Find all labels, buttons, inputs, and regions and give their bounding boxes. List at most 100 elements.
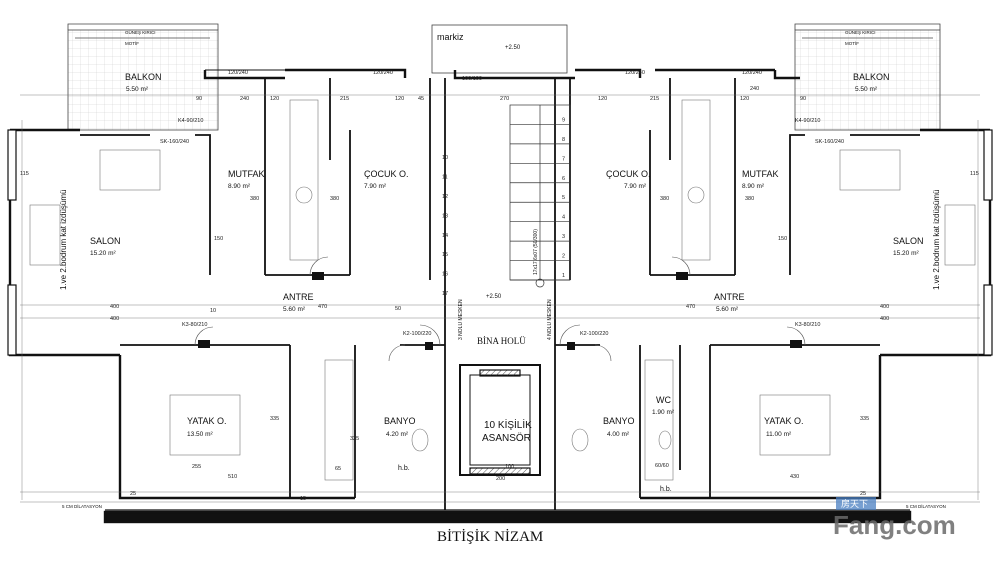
dim-335-b: 335	[270, 416, 279, 422]
elevator-label-1: 10 KİŞİLİK	[484, 418, 532, 431]
dim-window-1: 120/240	[228, 70, 248, 76]
dim-120-b: 120	[740, 96, 749, 102]
dim-120-a: 120	[270, 96, 279, 102]
dim-k4-left: K4-90/210	[178, 118, 203, 124]
room-wc: WC	[656, 395, 671, 405]
stair-step-number: 1	[562, 273, 565, 279]
area-balkon-left: 5.50 m²	[126, 86, 149, 93]
hall-level: +2.50	[486, 294, 502, 300]
watermark-text: Fang.com	[833, 510, 956, 540]
dim-k4-right: K4-90/210	[795, 118, 820, 124]
dim-400-right: 400	[880, 304, 889, 310]
room-banyo-right: BANYO	[603, 416, 635, 426]
markiz-outline	[431, 24, 568, 74]
balcony-left-outline	[67, 23, 219, 131]
balcony-right-outline	[794, 23, 941, 131]
stair-step-number: 17	[442, 291, 448, 297]
area-banyo-right: 4.00 m²	[607, 431, 630, 438]
area-yatak-left: 13.50 m²	[187, 431, 213, 438]
stair-step-number: 2	[562, 254, 565, 260]
stair-step-number: 7	[562, 156, 565, 162]
dim-25-b: 25	[860, 491, 866, 497]
dim-470-right: 470	[686, 304, 695, 310]
stair-step-number: 16	[442, 272, 448, 278]
stair-step-number: 11	[442, 174, 448, 180]
room-salon-left: SALON	[90, 236, 121, 246]
hall-label: BİNA HOLÜ	[477, 336, 526, 346]
dim-k3-right: K3-80/210	[795, 322, 820, 328]
room-cocuk-right: ÇOCUK O.	[606, 169, 651, 179]
stair-step-number: 15	[442, 252, 448, 258]
dilatation-right: 5 CM DİLATASYON	[906, 503, 946, 509]
dim-325: 325	[350, 436, 359, 442]
door-swings	[194, 256, 806, 362]
dim-150-a: 150	[214, 236, 223, 242]
dim-380-d: 380	[745, 196, 754, 202]
dim-120-d: 120	[598, 96, 607, 102]
dim-sk-left: SK-160/240	[160, 139, 189, 145]
dim-115-a: 115	[20, 171, 29, 177]
stair-step-number: 4	[562, 215, 565, 221]
dimension-lines	[20, 94, 980, 503]
unit-right-label: 4 NOLU MESKEN	[547, 299, 553, 340]
stair-step-number: 8	[562, 137, 565, 143]
stairs-note: 17x17.6x07 (50/300)	[533, 229, 539, 275]
dim-50: 50	[395, 306, 401, 312]
hb-left: h.b.	[398, 465, 410, 472]
unit-left-label: 3 NOLU MESKEN	[458, 299, 464, 340]
markiz-level: +2.50	[505, 45, 521, 51]
stair-step-number: 12	[442, 194, 448, 200]
room-balkon-right: BALKON	[853, 72, 890, 82]
motif-left: MOTİF	[125, 40, 139, 46]
dim-150-b: 150	[778, 236, 787, 242]
dilatation-left: 5 CM DİLATASYON	[62, 503, 102, 509]
dim-200: 200	[496, 476, 505, 482]
dim-15: 15	[300, 496, 306, 502]
dim-25-a: 25	[130, 491, 136, 497]
area-yatak-right: 11.00 m²	[766, 431, 792, 438]
motif-right: MOTİF	[845, 40, 859, 46]
watermark-cn: 房天下	[841, 498, 868, 509]
furniture	[29, 99, 976, 481]
area-antre-left: 5.60 m²	[283, 306, 306, 313]
dim-k3-left: K3-80/210	[182, 322, 207, 328]
watermark: 房天下 Fang.com	[833, 497, 956, 540]
dim-380-b: 380	[250, 196, 259, 202]
markiz-label: markiz	[437, 32, 464, 42]
area-mutfak-right: 8.90 m²	[742, 183, 765, 190]
room-balkon-left: BALKON	[125, 72, 162, 82]
room-mutfak-left: MUTFAK	[228, 169, 265, 179]
room-yatak-right: YATAK O.	[764, 416, 804, 426]
dim-380-a: 380	[330, 196, 339, 202]
dim-100: 100	[505, 464, 514, 470]
dim-65: 65	[335, 466, 341, 472]
room-salon-right: SALON	[893, 236, 924, 246]
dim-60-60: 60/60	[655, 463, 669, 469]
dim-window-5: 120/240	[742, 70, 762, 76]
dim-sk-right: SK-160/240	[815, 139, 844, 145]
room-antre-right: ANTRE	[714, 292, 745, 302]
dim-510: 510	[228, 474, 237, 480]
stair-step-number: 6	[562, 176, 565, 182]
dim-255: 255	[192, 464, 201, 470]
dim-90-a: 90	[196, 96, 202, 102]
gunes-kirici-left: GÜNEŞ KIRICI	[125, 29, 156, 35]
room-antre-left: ANTRE	[283, 292, 314, 302]
izdusum-right: 1.ve 2.bodrum kat izdüşümü	[932, 190, 941, 291]
stair-step-number: 3	[562, 234, 565, 240]
area-wc: 1.90 m²	[652, 409, 675, 416]
dim-115-b: 115	[970, 171, 979, 177]
dim-k2-left: K2-100/220	[403, 331, 431, 337]
door-markers	[198, 272, 802, 350]
elevator-label-2: ASANSÖR	[482, 432, 531, 444]
dim-400b-right: 400	[880, 316, 889, 322]
room-mutfak-right: MUTFAK	[742, 169, 779, 179]
area-cocuk-left: 7.90 m²	[364, 183, 387, 190]
elevator-door	[469, 369, 531, 475]
dim-470-left: 470	[318, 304, 327, 310]
outer-walls	[7, 68, 993, 524]
area-mutfak-left: 8.90 m²	[228, 183, 251, 190]
